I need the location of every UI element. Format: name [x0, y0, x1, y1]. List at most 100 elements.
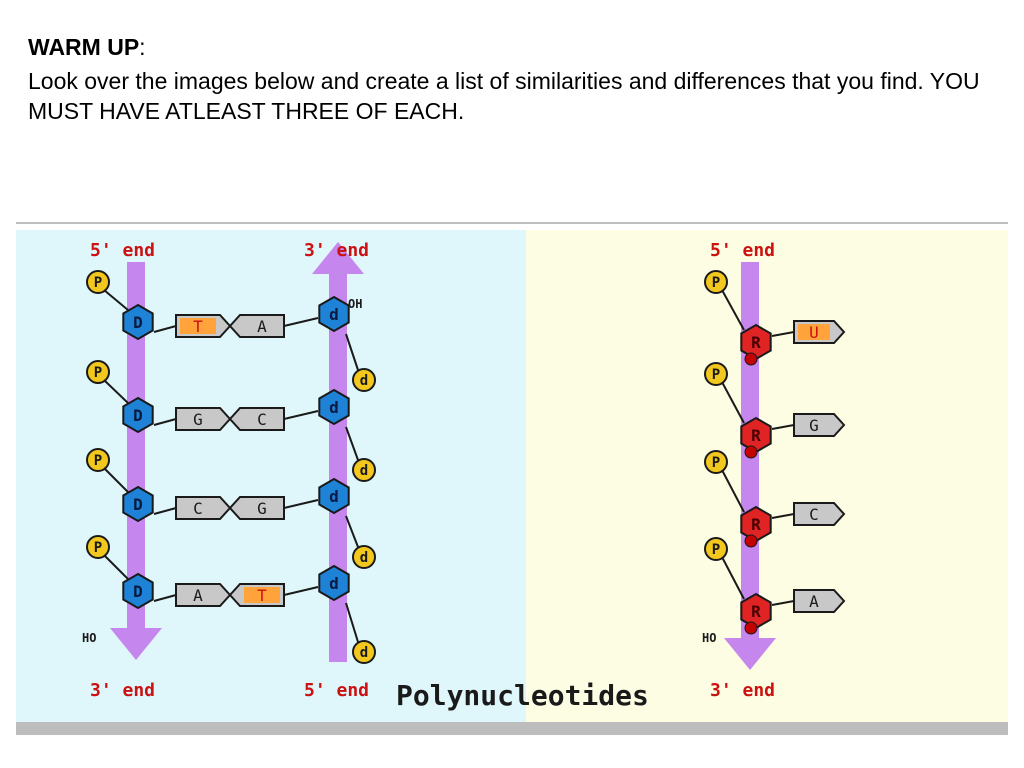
rna-base-1-highlight [798, 324, 830, 340]
dna-right-phosphate-3-circle [352, 545, 376, 569]
dna-base-right-4: T [228, 583, 285, 607]
rna-base-4-letter: A [809, 592, 819, 611]
dna-left-sugar-3-shape [122, 485, 154, 523]
dna-pair-link-right-2 [283, 410, 319, 420]
dna-left-phosphate-3-circle [86, 448, 110, 472]
rna-base-1: U [793, 320, 846, 344]
dna-right-phosphate-1: d [352, 368, 376, 392]
rna-phosphate-2-letter: P [712, 367, 720, 383]
rna-hydroxyl-3 [744, 534, 758, 548]
dna-base-left-1: T [175, 314, 232, 338]
dna-left-top-label: 5' end [90, 240, 155, 261]
warm-up-heading: WARM UP: [28, 33, 146, 61]
rna-base-3-shape [793, 502, 846, 526]
dna-left-bottom-label: 3' end [90, 680, 155, 701]
dna-right-phosphate-4-letter: d [360, 645, 368, 661]
dna-right-sugar-1-shape [318, 295, 350, 333]
dna-base-left-2-letter: G [193, 410, 203, 429]
dna-base-left-4-shape [175, 583, 232, 607]
rna-hydroxyl-1 [744, 352, 758, 366]
rna-base-link-1 [771, 331, 795, 337]
rna-base-1-letter: U [809, 323, 819, 342]
dna-panel [16, 230, 526, 722]
dna-pair-link-right-3 [283, 499, 319, 509]
dna-left-bond-3 [103, 467, 129, 493]
dna-left-backbone-shaft [127, 262, 145, 632]
dna-right-bond-3 [345, 515, 359, 548]
dna-base-left-1-letter: T [193, 317, 203, 336]
rna-bond-1 [721, 289, 745, 331]
dna-right-sugar-3: d [318, 477, 350, 515]
rna-base-4-shape [793, 589, 846, 613]
rna-end-group: HO [702, 631, 716, 645]
dna-right-phosphate-4-circle [352, 640, 376, 664]
rna-phosphate-1-letter: P [712, 275, 720, 291]
dna-left-sugar-1-letter: D [133, 313, 143, 332]
dna-right-phosphate-3-letter: d [360, 550, 368, 566]
rna-base-link-3 [771, 513, 795, 519]
dna-right-backbone-shaft [329, 270, 347, 662]
dna-right-sugar-2-letter: d [329, 398, 339, 417]
dna-left-backbone-arrowhead [110, 628, 162, 660]
dna-left-end-group: HO [82, 631, 96, 645]
dna-left-phosphate-3: P [86, 448, 110, 472]
dna-left-phosphate-1-letter: P [94, 275, 102, 291]
rna-phosphate-3-letter: P [712, 455, 720, 471]
dna-left-bond-4 [103, 554, 129, 580]
rna-base-4: A [793, 589, 846, 613]
rna-phosphate-3: P [704, 450, 728, 474]
dna-base-right-1-letter: A [257, 317, 267, 336]
rna-phosphate-1-circle [704, 270, 728, 294]
dna-left-sugar-2: D [122, 396, 154, 434]
dna-right-phosphate-1-letter: d [360, 373, 368, 389]
rna-bond-3 [721, 469, 745, 513]
frame-top-line [16, 222, 1008, 224]
rna-base-3: C [793, 502, 846, 526]
dna-base-left-1-highlight [180, 318, 216, 334]
rna-sugar-2-letter: R [751, 426, 761, 445]
dna-left-sugar-3: D [122, 485, 154, 523]
dna-right-sugar-3-letter: d [329, 487, 339, 506]
warm-up-title: WARM UP [28, 34, 140, 60]
dna-base-left-2-shape [175, 407, 232, 431]
instruction-text: Look over the images below and create a … [28, 68, 980, 124]
dna-left-phosphate-4-letter: P [94, 540, 102, 556]
dna-left-backbone [110, 262, 162, 660]
rna-sugar-2: R [740, 416, 772, 454]
dna-base-right-3-shape [228, 496, 285, 520]
dna-right-bond-1 [345, 333, 359, 371]
dna-right-end-group: OH [348, 297, 362, 311]
dna-left-sugar-1-shape [122, 303, 154, 341]
dna-right-phosphate-4: d [352, 640, 376, 664]
rna-hydroxyl-4 [744, 621, 758, 635]
dna-left-sugar-4-letter: D [133, 582, 143, 601]
dna-base-right-2-letter: C [257, 410, 267, 429]
rna-sugar-4-letter: R [751, 602, 761, 621]
rna-base-2-letter: G [809, 416, 819, 435]
dna-right-bond-2 [345, 426, 359, 461]
rna-phosphate-1: P [704, 270, 728, 294]
dna-right-sugar-4-letter: d [329, 574, 339, 593]
rna-base-3-letter: C [809, 505, 819, 524]
dna-pair-link-right-4 [283, 586, 319, 596]
rna-sugar-3-letter: R [751, 515, 761, 534]
dna-right-phosphate-3: d [352, 545, 376, 569]
dna-right-phosphate-1-circle [352, 368, 376, 392]
dna-left-phosphate-3-letter: P [94, 453, 102, 469]
dna-base-right-1: A [228, 314, 285, 338]
dna-right-backbone [312, 242, 364, 662]
dna-left-sugar-4: D [122, 572, 154, 610]
dna-left-bond-2 [103, 379, 129, 404]
rna-phosphate-2-circle [704, 362, 728, 386]
dna-base-left-3-letter: C [193, 499, 203, 518]
dna-base-right-3-letter: G [257, 499, 267, 518]
dna-base-right-1-shape [228, 314, 285, 338]
dna-base-left-4-letter: A [193, 586, 203, 605]
rna-base-2: G [793, 413, 846, 437]
dna-left-phosphate-1-circle [86, 270, 110, 294]
dna-left-phosphate-1: P [86, 270, 110, 294]
dna-right-bond-4 [345, 602, 359, 643]
dna-left-phosphate-2-letter: P [94, 365, 102, 381]
